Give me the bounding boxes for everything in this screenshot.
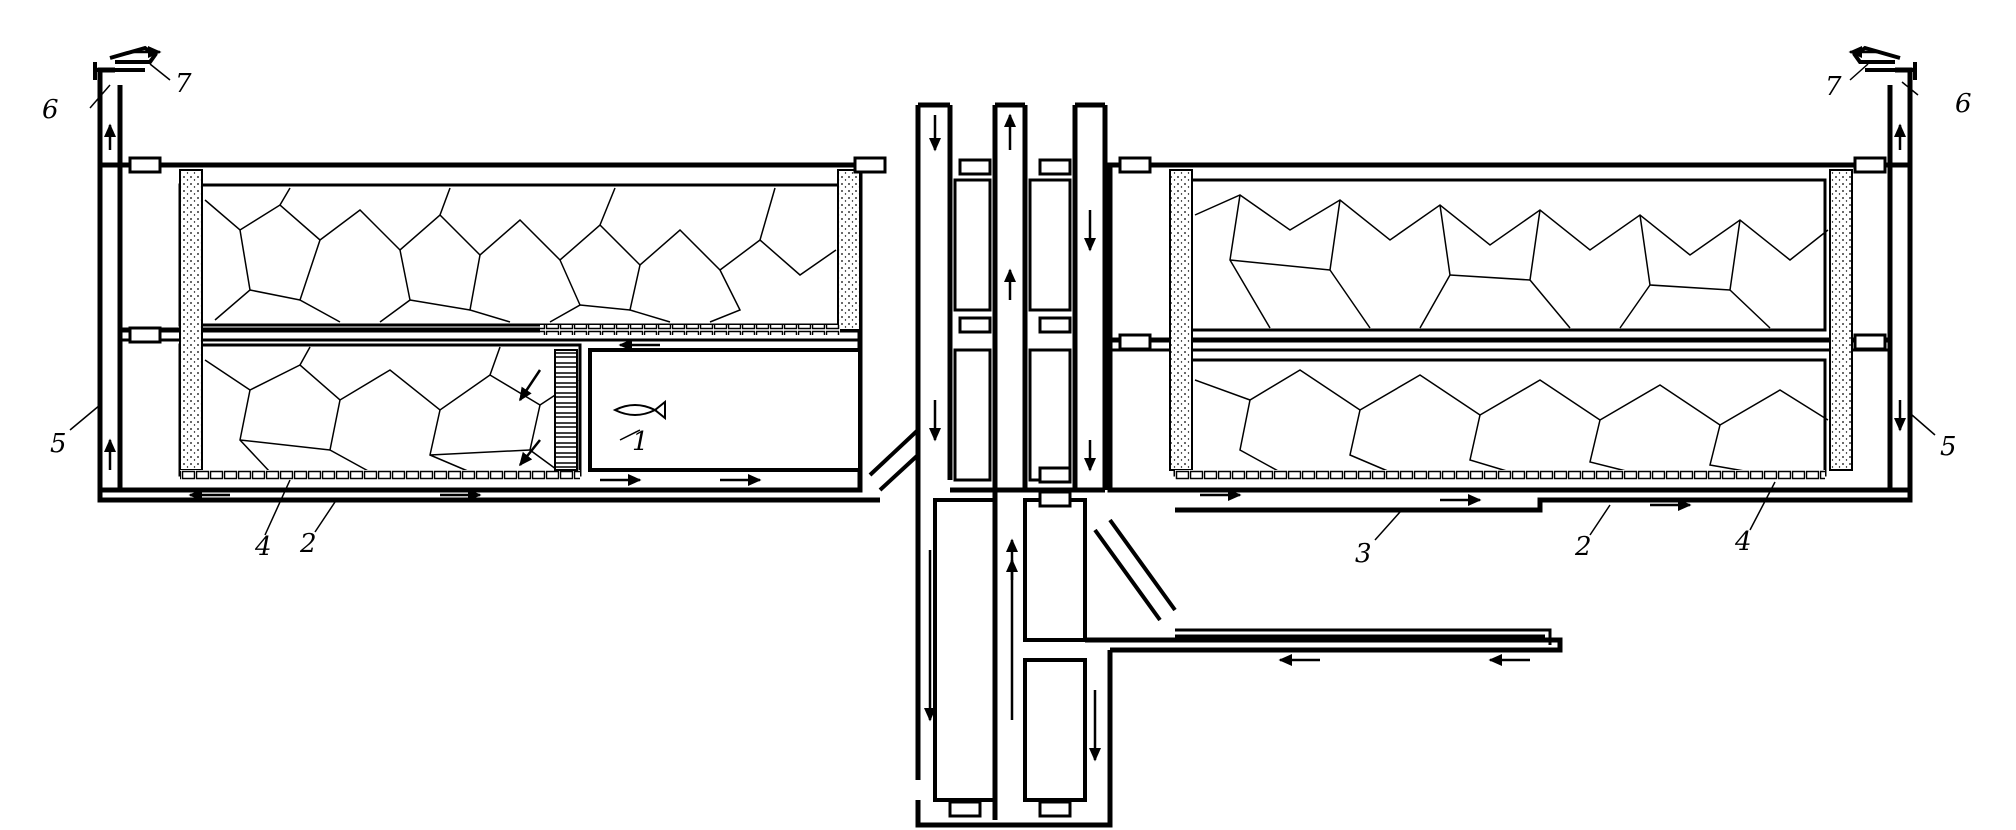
left-cracks-upper	[204, 187, 837, 323]
fish-box	[588, 348, 862, 472]
right-insulation-right	[1829, 169, 1853, 471]
label-4-right: 4	[1734, 527, 1752, 557]
central-shafts	[915, 102, 1563, 828]
label-6-right: 6	[1955, 89, 1972, 119]
right-cracks-upper	[1194, 194, 1829, 329]
label-5-right: 5	[1940, 432, 1957, 462]
right-valves	[1118, 156, 1887, 351]
label-2-right: 2	[1574, 532, 1592, 562]
left-insulation-outer	[179, 169, 203, 471]
outlet-pipe	[1175, 628, 1552, 645]
label-4-left: 4	[254, 532, 272, 562]
left-valves	[128, 156, 887, 344]
left-shelf-bricks	[540, 325, 840, 335]
flow-arrows	[104, 46, 1906, 762]
label-6-left: 6	[42, 95, 59, 125]
left-floor-bricks	[180, 470, 580, 480]
label-5-left: 5	[50, 429, 67, 459]
fish-icon	[612, 399, 666, 421]
label-3: 3	[1355, 539, 1372, 569]
label-7-right: 7	[1825, 72, 1842, 102]
right-chamber	[1107, 162, 1893, 493]
diagonal-feeders	[868, 428, 1177, 622]
label-2-left: 2	[299, 529, 317, 559]
right-insulation-left	[1169, 169, 1193, 471]
label-1: 1	[632, 427, 649, 457]
left-insulation-inner	[837, 169, 861, 331]
right-floor-bricks	[1175, 470, 1825, 480]
right-cracks-lower	[1194, 369, 1829, 473]
left-brick-column	[554, 349, 578, 471]
label-7-left: 7	[175, 69, 192, 99]
leader-lines	[69, 63, 1936, 541]
central-valves	[948, 158, 1072, 818]
